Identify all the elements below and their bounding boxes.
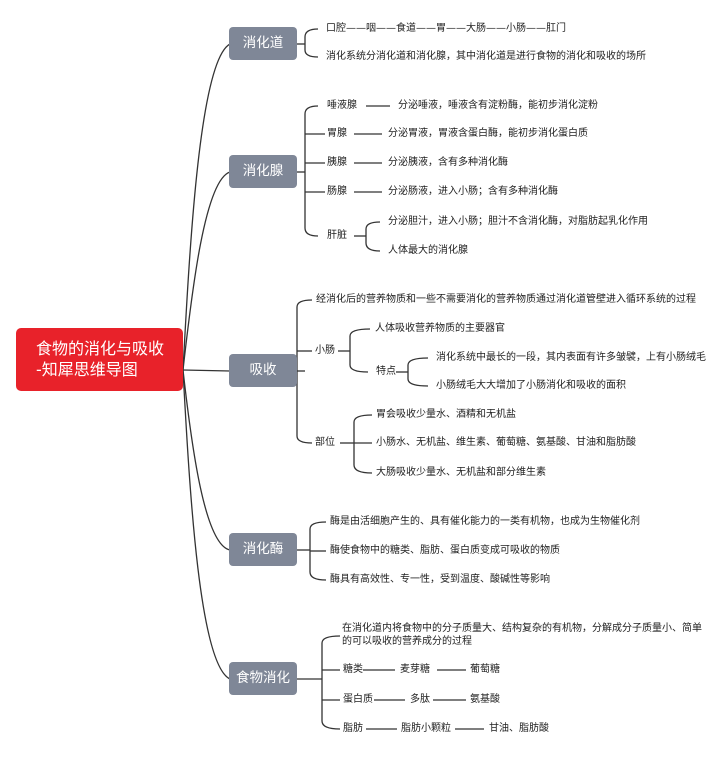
node-salivary-desc[interactable]: 分泌唾液，唾液含有淀粉酶，能初步消化淀粉 [398,100,598,111]
topic-absorption[interactable]: 吸收 [229,354,297,387]
node-feature-2[interactable]: 小肠绒毛大大增加了小肠消化和吸收的面积 [436,380,626,391]
node-parts-stomach[interactable]: 胃会吸收少量水、酒精和无机盐 [376,409,516,420]
node-digestive-tract-desc[interactable]: 消化系统分消化道和消化腺，其中消化道是进行食物的消化和吸收的场所 [326,51,646,62]
node-parts[interactable]: 部位 [315,437,335,448]
node-liver[interactable]: 肝脏 [327,230,347,241]
node-small-intestine[interactable]: 小肠 [315,345,335,356]
node-maltose[interactable]: 麦芽糖 [400,664,430,675]
node-parts-large-intestine[interactable]: 大肠吸收少量水、无机盐和部分维生素 [376,467,546,478]
root-topic[interactable]: 食物的消化与吸收 -知犀思维导图 [16,328,183,391]
node-features[interactable]: 特点 [376,366,396,377]
node-feature-1[interactable]: 消化系统中最长的一段，其内表面有许多皱襞，上有小肠绒毛 [436,352,706,363]
topic-digestive-tract[interactable]: 消化道 [229,27,297,60]
node-glycerol-fatty-acid[interactable]: 甘油、脂肪酸 [489,723,549,734]
node-liver-desc2[interactable]: 人体最大的消化腺 [388,245,468,256]
node-polypeptide[interactable]: 多肽 [410,694,430,705]
root-title-line2: -知犀思维导图 [36,360,138,379]
node-enzyme-2[interactable]: 酶使食物中的糖类、脂肪、蛋白质变成可吸收的物质 [330,545,560,556]
node-amino-acid[interactable]: 氨基酸 [470,694,500,705]
node-digestion-definition[interactable]: 在消化道内将食物中的分子质量大、结构复杂的有机物，分解成分子质量小、简单的可以吸… [342,623,702,647]
topic-digestive-glands[interactable]: 消化腺 [229,155,297,188]
node-intestinal-gland[interactable]: 肠腺 [327,186,347,197]
node-liver-desc1[interactable]: 分泌胆汁，进入小肠；胆汁不含消化酶，对脂肪起乳化作用 [388,216,648,227]
node-absorption-intro[interactable]: 经消化后的营养物质和一些不需要消化的营养物质通过消化道管壁进入循环系统的过程 [316,294,696,305]
node-pancreas[interactable]: 胰腺 [327,157,347,168]
node-small-intestine-main[interactable]: 人体吸收营养物质的主要器官 [375,323,505,334]
node-fat-droplets[interactable]: 脂肪小颗粒 [401,723,451,734]
node-pancreas-desc[interactable]: 分泌胰液，含有多种消化酶 [388,157,508,168]
node-sugar[interactable]: 糖类 [343,664,363,675]
topic-digestive-enzymes[interactable]: 消化酶 [229,533,297,566]
node-glucose[interactable]: 葡萄糖 [470,664,500,675]
node-intestinal-desc[interactable]: 分泌肠液，进入小肠；含有多种消化酶 [388,186,558,197]
node-salivary-gland[interactable]: 唾液腺 [327,100,357,111]
root-title-line1: 食物的消化与吸收 [36,339,165,358]
node-fat[interactable]: 脂肪 [343,723,363,734]
node-enzyme-1[interactable]: 酶是由活细胞产生的、具有催化能力的一类有机物，也成为生物催化剂 [330,516,640,527]
node-gastric-desc[interactable]: 分泌胃液，胃液含蛋白酶，能初步消化蛋白质 [388,128,588,139]
node-gastric-gland[interactable]: 胃腺 [327,128,347,139]
node-digestive-path[interactable]: 口腔——咽——食道——胃——大肠——小肠——肛门 [326,23,566,34]
node-protein[interactable]: 蛋白质 [343,694,373,705]
node-parts-small-intestine[interactable]: 小肠水、无机盐、维生素、葡萄糖、氨基酸、甘油和脂肪酸 [376,437,636,448]
topic-food-digestion[interactable]: 食物消化 [229,662,297,695]
node-enzyme-3[interactable]: 酶具有高效性、专一性，受到温度、酸碱性等影响 [330,574,550,585]
